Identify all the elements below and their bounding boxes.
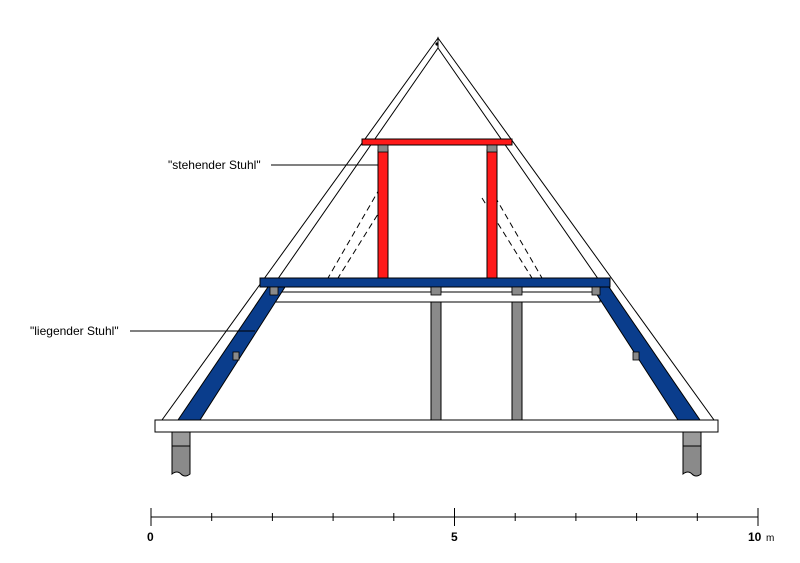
scale-end-label: 10 — [748, 530, 762, 544]
beam-block-2 — [430, 286, 442, 296]
beam-block-4 — [591, 286, 601, 296]
scale-unit-label: m — [766, 533, 774, 544]
liegender-stuhl-label: "liegender Stuhl" — [30, 324, 119, 338]
stehender-block-right — [486, 144, 498, 153]
liegender-strut-left — [177, 286, 286, 421]
grey-post-right — [511, 287, 523, 421]
stehender-stuhl-label: "stehender Stuhl" — [168, 158, 261, 172]
wall-right-cap — [682, 431, 702, 447]
beam-block-3 — [511, 286, 523, 296]
tie-beam — [154, 419, 719, 433]
strut-node-right — [632, 351, 640, 361]
scale-bar — [150, 508, 759, 526]
liegender-strut-right — [591, 286, 701, 421]
beam-block-1 — [269, 286, 279, 296]
stehender-block-left — [377, 144, 389, 153]
liegender-beam — [259, 277, 611, 288]
strut-node-left — [232, 351, 240, 361]
scale-mid-label: 5 — [451, 530, 458, 544]
right-rafter — [437, 36, 715, 421]
wall-left-cap — [171, 431, 191, 447]
stehender-post-right — [486, 149, 498, 279]
grey-post-left — [430, 287, 442, 421]
left-rafter — [161, 36, 439, 421]
dashed-braces — [327, 187, 543, 279]
stehender-post-left — [377, 149, 389, 279]
stehender-beam — [361, 138, 513, 146]
scale-start-label: 0 — [147, 530, 154, 544]
ridge-pin — [435, 42, 439, 46]
